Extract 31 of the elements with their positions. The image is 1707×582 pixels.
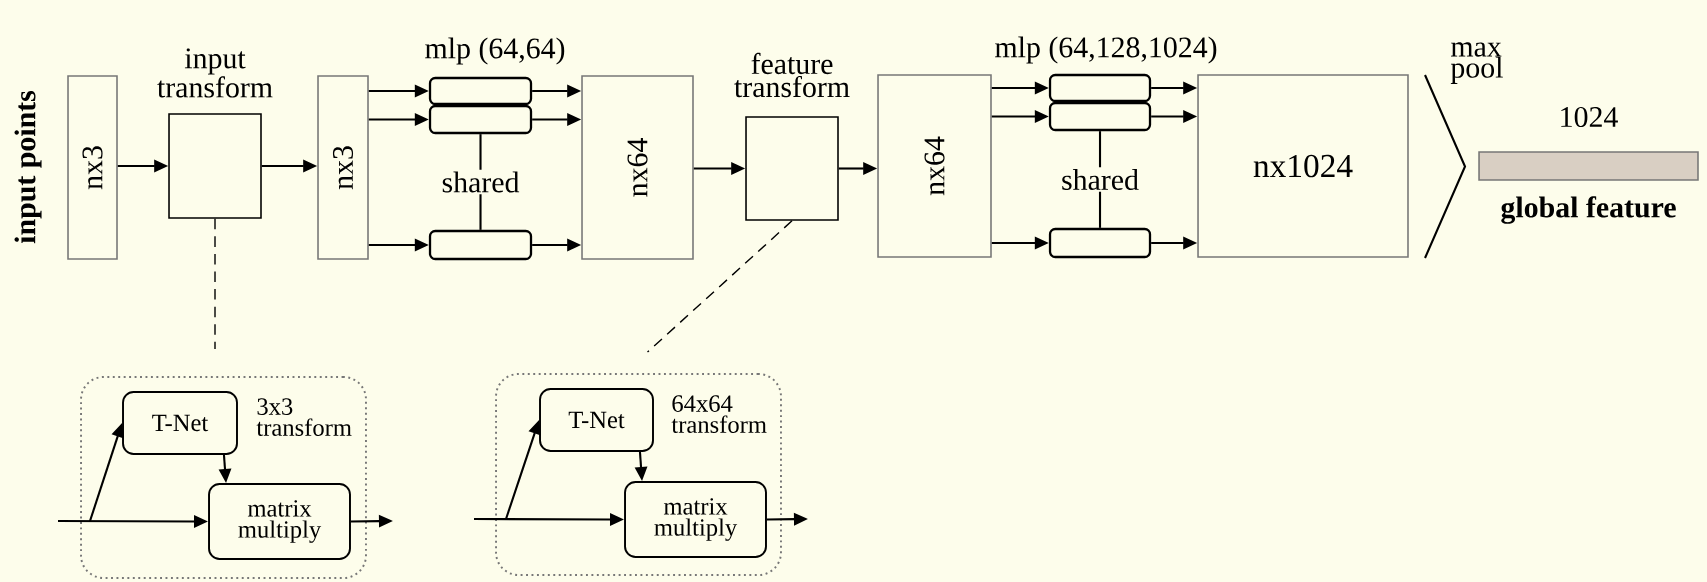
- t-net-box: T-Net: [122, 391, 238, 455]
- node-label: input transform: [157, 48, 273, 98]
- mlp-box: [428, 229, 533, 261]
- layer-box: nx64: [877, 74, 992, 258]
- mlp-box: [428, 104, 533, 135]
- node-label: feature transform: [734, 52, 850, 98]
- layer-label: mlp (64,128,1024): [995, 36, 1217, 64]
- node-label: 1024: [1561, 106, 1618, 128]
- layer-box: nx3: [317, 75, 369, 260]
- matrix-multiply-box: matrix multiply: [208, 483, 351, 560]
- edge-label: shared: [1059, 167, 1141, 192]
- layer-box: nx3: [67, 75, 118, 260]
- dotted-group-box: [80, 376, 367, 579]
- mlp-box: [428, 76, 533, 106]
- node-label: global feature: [1501, 196, 1676, 224]
- t-net-box: T-Net: [539, 388, 654, 452]
- mlp-box: [1048, 101, 1152, 132]
- transform-size-label: 64x64 transform: [671, 395, 767, 433]
- transform-box: input transform: [157, 48, 273, 219]
- feature-bar: 1024 global feature: [1478, 106, 1699, 224]
- transform-box: feature transform: [734, 52, 850, 221]
- mlp-box: [1048, 227, 1152, 259]
- matrix-multiply-box: matrix multiply: [624, 481, 767, 558]
- layer-label: mlp (64,64): [425, 37, 565, 65]
- layer-box: nx64: [581, 75, 694, 260]
- layer-box: nx1024: [1197, 74, 1409, 258]
- transform-size-label: 3x3 transform: [256, 398, 352, 436]
- dashed-line: [214, 218, 216, 350]
- mlp-box: [1048, 73, 1152, 103]
- dashed-line: [646, 220, 793, 353]
- dotted-group-box: [495, 373, 782, 576]
